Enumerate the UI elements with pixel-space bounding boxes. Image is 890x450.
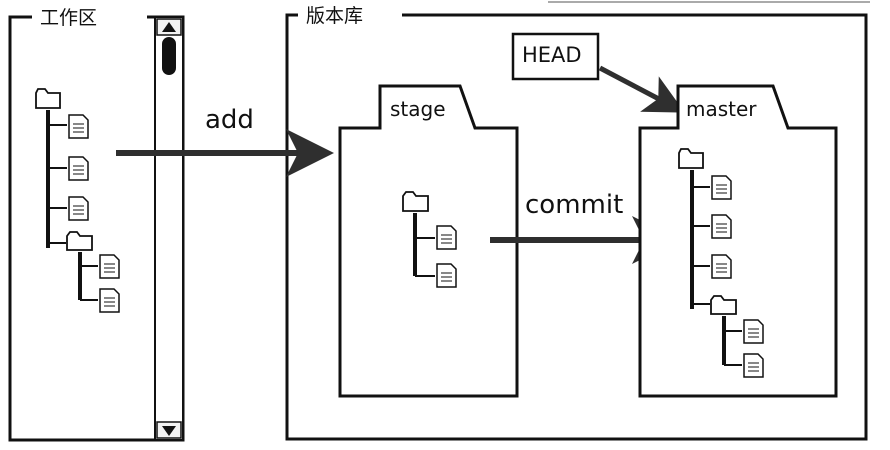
head-pointer: HEAD xyxy=(511,32,685,113)
file-icon xyxy=(68,114,89,139)
commit-arrow: commit xyxy=(490,190,680,264)
folder-icon xyxy=(66,231,93,251)
file-icon xyxy=(68,196,89,221)
head-label: HEAD xyxy=(522,43,582,67)
repository-title: 版本库 xyxy=(306,5,363,27)
master-branch: master xyxy=(638,84,838,398)
file-icon xyxy=(711,175,732,200)
file-icon xyxy=(99,288,120,313)
file-icon xyxy=(99,254,120,279)
head-box xyxy=(511,32,600,81)
scrollbar-thumb[interactable] xyxy=(162,37,176,75)
folder-icon xyxy=(35,88,61,109)
workspace-scrollbar[interactable] xyxy=(154,16,184,441)
scroll-up-icon xyxy=(162,22,176,32)
add-arrow: add xyxy=(116,105,334,177)
workspace-title: 工作区 xyxy=(40,7,97,29)
stage-label: stage xyxy=(390,97,446,121)
add-label: add xyxy=(205,105,254,135)
folder-icon xyxy=(710,295,737,315)
file-icon xyxy=(711,254,732,279)
file-icon xyxy=(68,156,89,181)
commit-label: commit xyxy=(525,190,623,220)
file-icon xyxy=(436,225,457,250)
file-icon xyxy=(743,353,764,378)
workspace-file-tree xyxy=(35,88,120,313)
repository-panel: 版本库 xyxy=(285,5,868,441)
file-icon xyxy=(436,263,457,288)
folder-icon xyxy=(402,191,429,212)
file-icon xyxy=(743,319,764,344)
file-icon xyxy=(711,214,732,239)
scroll-down-icon xyxy=(162,426,176,436)
master-label: master xyxy=(686,97,757,121)
folder-icon xyxy=(678,148,704,169)
stage-area: stage xyxy=(338,84,519,398)
